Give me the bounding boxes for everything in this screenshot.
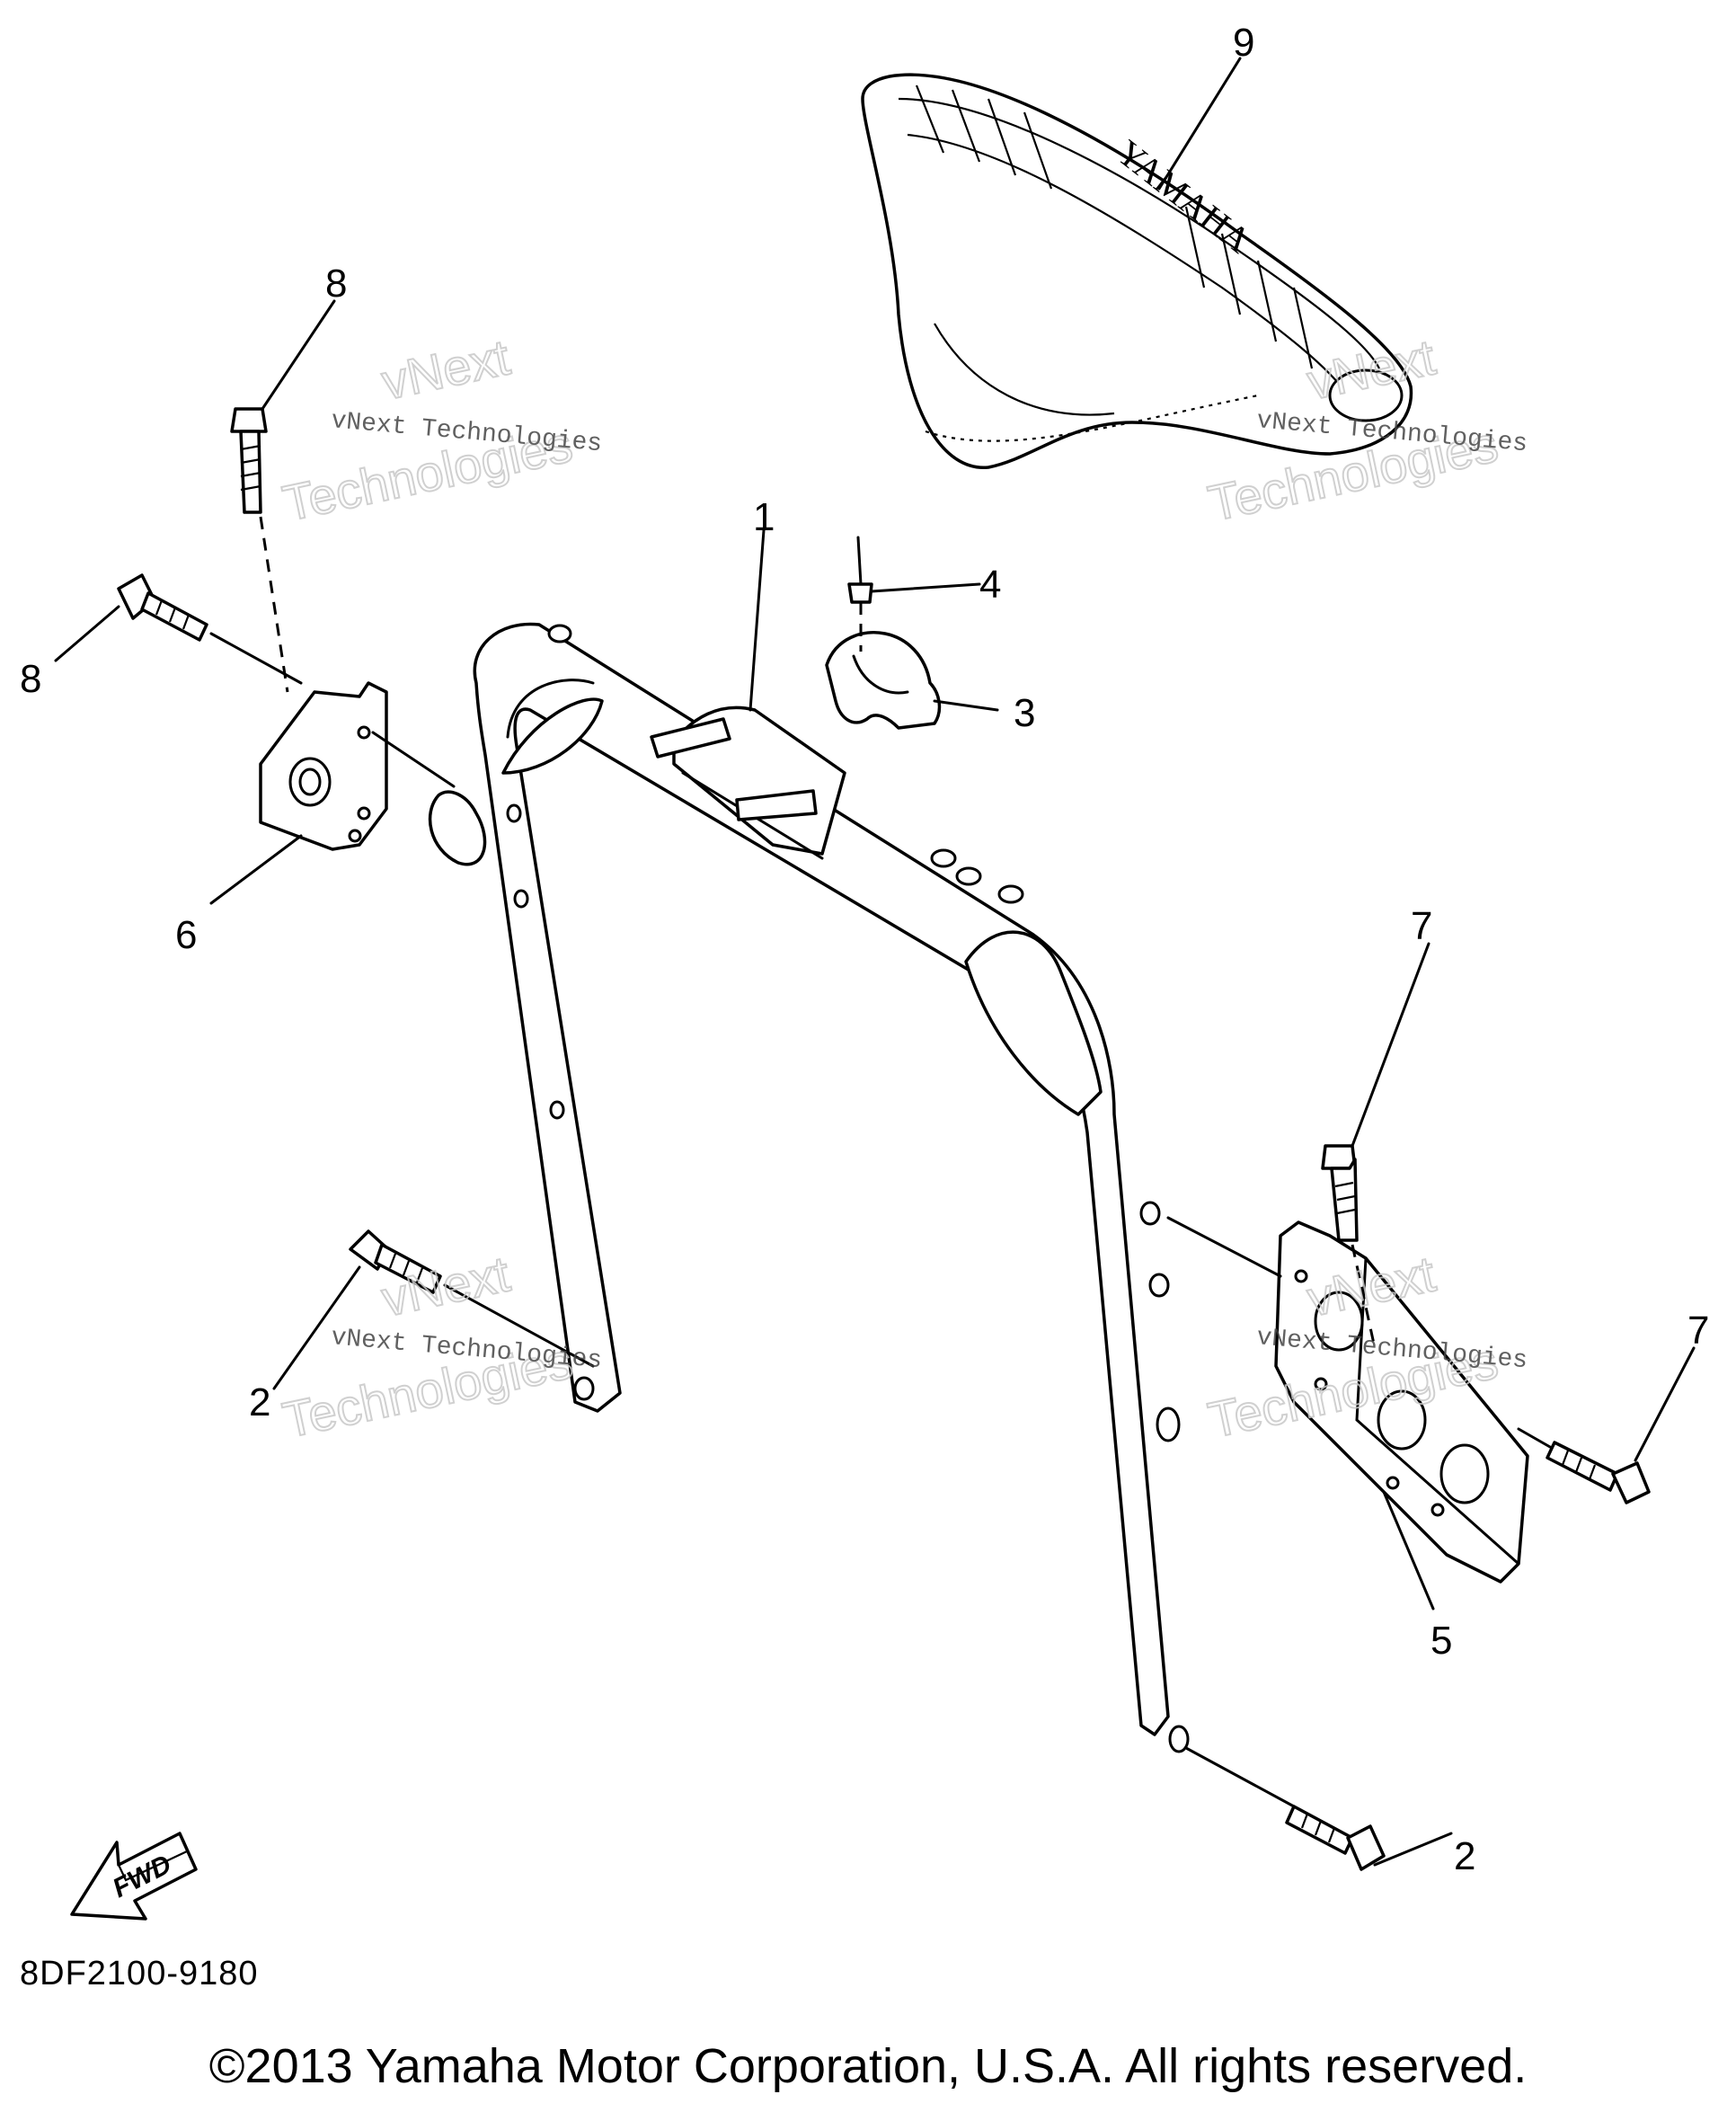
frame-pole-part [473, 622, 1190, 1753]
callout-6: 6 [175, 913, 197, 957]
bolt-2-left [349, 1229, 442, 1294]
bolt-8-horizontal [117, 573, 208, 642]
copyright-notice: ©2013 Yamaha Motor Corporation, U.S.A. A… [208, 2039, 1528, 2093]
callouts: 9 8 8 1 4 3 6 7 7 5 2 2 [20, 21, 1709, 1878]
callout-4: 4 [979, 563, 1001, 607]
d-ring [428, 790, 487, 866]
lanyard-clip-part [825, 631, 942, 730]
rivet-part [847, 536, 873, 604]
left-bracket-part [259, 681, 388, 851]
callout-1: 1 [753, 495, 775, 539]
bolt-7-horizontal [1546, 1441, 1651, 1504]
clamp-studs [650, 717, 818, 821]
callout-5: 5 [1430, 1619, 1452, 1663]
fwd-arrow-icon: FWD [70, 1832, 198, 1921]
callout-2-bottom: 2 [1454, 1834, 1475, 1878]
callout-2-left: 2 [249, 1380, 270, 1424]
callout-7-right: 7 [1687, 1309, 1709, 1353]
bolt-7-vertical [1321, 1144, 1359, 1242]
seat-part: YAMAHA [861, 73, 1413, 469]
callout-9: 9 [1233, 21, 1254, 65]
watermark-vnext-1: vNext [376, 328, 515, 410]
bolt-8-vertical [230, 407, 268, 514]
diagram-part-code: 8DF2100-9180 [20, 1955, 259, 1992]
bolt-2-right [1285, 1805, 1386, 1871]
callout-8-top: 8 [325, 262, 347, 306]
callout-7-top: 7 [1411, 904, 1432, 948]
callout-8-left: 8 [20, 657, 41, 701]
callout-3: 3 [1014, 691, 1035, 735]
leader-lines [54, 57, 1696, 1867]
right-bracket-part [1274, 1220, 1529, 1584]
